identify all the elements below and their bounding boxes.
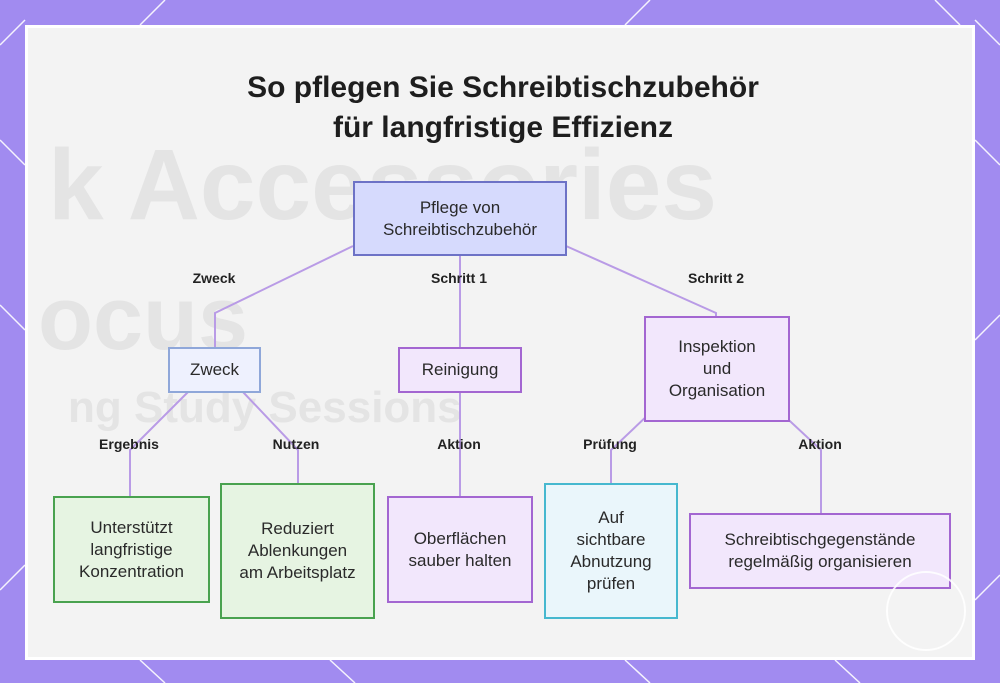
node-inspection: Inspektion und Organisation [644, 316, 790, 422]
node-reduces-distractions: Reduziert Ablenkungen am Arbeitsplatz [220, 483, 375, 619]
node-check-wear: Auf sichtbare Abnutzung prüfen [544, 483, 678, 619]
mind-map-diagram: Zweck Schritt 1 Schritt 2 Ergebnis Nutze… [28, 28, 975, 660]
edge-label-pruefung: Prüfung [583, 436, 637, 452]
node-clean-surfaces: Oberflächen sauber halten [387, 496, 533, 603]
edge-label-schritt-1: Schritt 1 [431, 270, 487, 286]
edge-label-ergebnis: Ergebnis [99, 436, 159, 452]
edge-label-nutzen: Nutzen [273, 436, 320, 452]
watermark-logo [886, 571, 966, 651]
edge-root-purpose [215, 246, 353, 347]
node-root: Pflege von Schreibtischzubehör [353, 181, 567, 256]
edge-label-zweck: Zweck [193, 270, 236, 286]
node-cleaning: Reinigung [398, 347, 522, 393]
edge-label-aktion-2: Aktion [798, 436, 842, 452]
infographic-card: k Accessories ocus ng Study Sessions So … [25, 25, 975, 660]
node-purpose: Zweck [168, 347, 261, 393]
node-supports-concentration: Unterstützt langfristige Konzentration [53, 496, 210, 603]
edge-label-schritt-2: Schritt 2 [688, 270, 744, 286]
edge-label-aktion-1: Aktion [437, 436, 481, 452]
